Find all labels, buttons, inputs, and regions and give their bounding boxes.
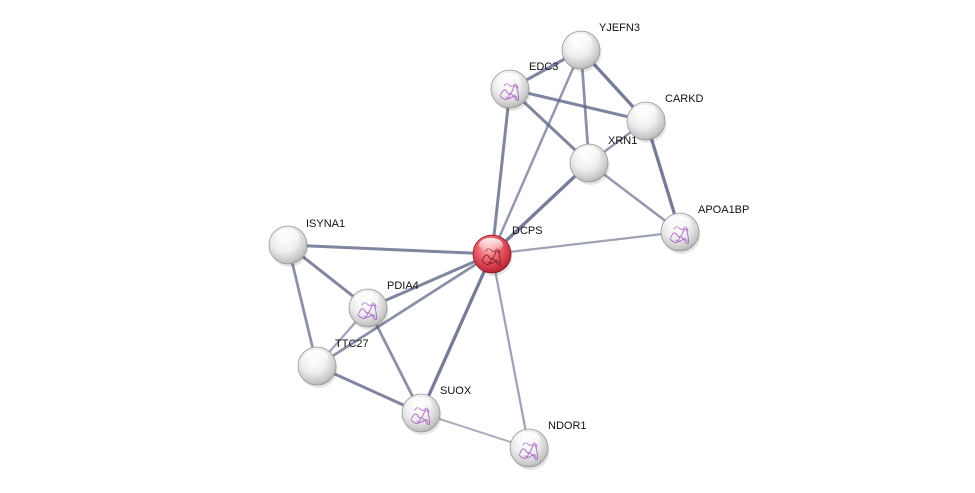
node-label-edc3: EDC3 xyxy=(529,61,558,73)
node-label-pdia4: PDIA4 xyxy=(387,280,419,292)
edge-dcps-pdia4[interactable] xyxy=(366,252,494,310)
node-pdia4[interactable]: PDIA4 xyxy=(348,280,419,330)
edge-dcps-ttc27[interactable] xyxy=(315,252,494,368)
node-edc3[interactable]: EDC3 xyxy=(490,61,558,111)
edge-dcps-edc3[interactable] xyxy=(490,87,512,256)
node-label-suox: SUOX xyxy=(440,385,472,397)
edge-dcps-apoa1bp[interactable] xyxy=(490,230,682,256)
edge-dcps-ndor1[interactable] xyxy=(490,252,531,450)
node-ndor1[interactable]: NDOR1 xyxy=(509,420,587,470)
node-isyna1[interactable]: ISYNA1 xyxy=(268,218,345,267)
node-apoa1bp[interactable]: APOA1BP xyxy=(660,204,749,254)
edge-dcps-yjefn3[interactable] xyxy=(490,48,583,256)
node-label-isyna1: ISYNA1 xyxy=(306,218,345,230)
node-label-dcps: DCPS xyxy=(512,225,543,237)
node-label-yjefn3: YJEFN3 xyxy=(599,22,640,34)
node-dcps[interactable]: DCPS xyxy=(472,225,543,276)
node-label-apoa1bp: APOA1BP xyxy=(698,204,749,216)
node-label-xrn1: XRN1 xyxy=(608,135,637,147)
edge-pdia4-suox[interactable] xyxy=(366,306,423,415)
node-carkd[interactable]: CARKD xyxy=(626,93,704,143)
edge-dcps-xrn1[interactable] xyxy=(490,161,591,256)
node-xrn1[interactable]: XRN1 xyxy=(569,135,637,185)
node-yjefn3[interactable]: YJEFN3 xyxy=(561,22,640,72)
node-label-carkd: CARKD xyxy=(665,93,704,105)
node-label-ttc27: TTC27 xyxy=(335,338,369,350)
edge-edc3-carkd[interactable] xyxy=(508,87,648,123)
node-ttc27[interactable]: TTC27 xyxy=(297,338,369,388)
node-suox[interactable]: SUOX xyxy=(401,385,472,435)
edge-isyna1-ttc27[interactable] xyxy=(286,243,319,368)
edge-dcps-suox[interactable] xyxy=(419,252,494,415)
node-label-ndor1: NDOR1 xyxy=(548,420,587,432)
edge-dcps-isyna1[interactable] xyxy=(286,243,494,256)
